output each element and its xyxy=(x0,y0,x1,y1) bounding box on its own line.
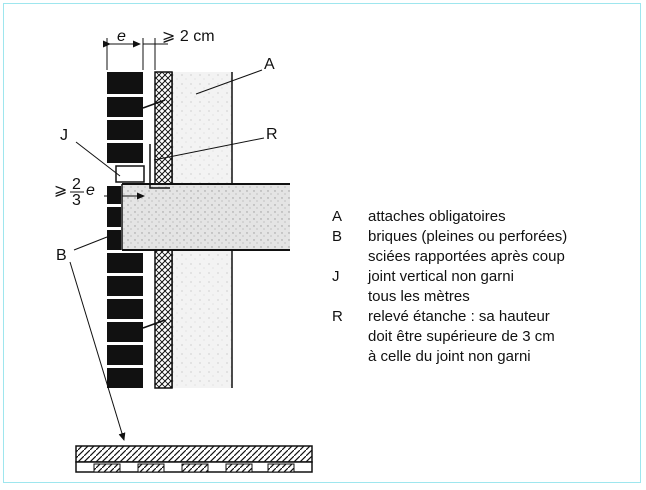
legend-key xyxy=(332,247,368,267)
legend-key: B xyxy=(332,228,343,245)
legend-key xyxy=(332,327,368,347)
dimension-ratio: ⩾ 2 3 e xyxy=(54,176,145,209)
legend-key xyxy=(332,287,368,307)
dimension-ratio-prefix: ⩾ xyxy=(54,182,67,199)
insulation-lower xyxy=(154,249,173,389)
legend-text: relevé étanche : sa hauteur xyxy=(368,308,550,325)
callout-b-detail-leader xyxy=(69,261,126,441)
dimension-ratio-var: e xyxy=(86,182,95,199)
legend-key xyxy=(332,347,368,367)
insulation-upper xyxy=(154,71,173,185)
dimension-e-label: e xyxy=(117,28,126,45)
callout-j-leader xyxy=(75,141,121,177)
dimension-ratio-numerator: 2 xyxy=(72,176,81,193)
floor-slab xyxy=(122,184,290,250)
legend-key: R xyxy=(332,308,343,325)
callout-b-leader xyxy=(73,236,108,251)
legend-key: A xyxy=(332,208,343,225)
brick-wall-lower xyxy=(107,253,143,388)
dimension-e: e xyxy=(103,28,144,70)
legend-text: sciées rapportées après coup xyxy=(368,248,565,265)
legend-text: tous les mètres xyxy=(368,288,470,305)
tie-lower xyxy=(142,319,166,329)
brick-b-detail xyxy=(75,445,313,473)
joint-j xyxy=(115,165,145,183)
dimension-gap: ⩾ 2 cm xyxy=(143,28,215,70)
callout-b: B xyxy=(56,247,67,264)
callout-j: J xyxy=(60,127,68,144)
legend-row: tous les mètres xyxy=(332,287,567,307)
dimension-ratio-denominator: 3 xyxy=(72,192,81,209)
legend-key: J xyxy=(332,268,340,285)
dimension-gap-label: ⩾ 2 cm xyxy=(162,28,215,45)
tie-upper xyxy=(142,99,166,109)
callout-a-leader xyxy=(195,69,263,95)
callout-r-leader xyxy=(153,137,265,161)
figure-frame xyxy=(3,3,641,483)
legend-text: doit être supérieure de 3 cm xyxy=(368,328,555,345)
legend-text: joint vertical non garni xyxy=(368,268,514,285)
legend-row: doit être supérieure de 3 cm xyxy=(332,327,567,347)
legend-row: sciées rapportées après coup xyxy=(332,247,567,267)
callout-r: R xyxy=(266,126,278,143)
callout-a: A xyxy=(264,56,275,73)
brick-wall-upper xyxy=(107,72,143,163)
brick-b-reduced xyxy=(107,186,121,250)
legend-text: à celle du joint non garni xyxy=(368,348,531,365)
legend-text: briques (pleines ou perforées) xyxy=(368,228,568,245)
waterproof-upstand-r xyxy=(149,144,170,189)
legend-text: attaches obligatoires xyxy=(368,208,506,225)
legend-row: à celle du joint non garni xyxy=(332,347,567,367)
